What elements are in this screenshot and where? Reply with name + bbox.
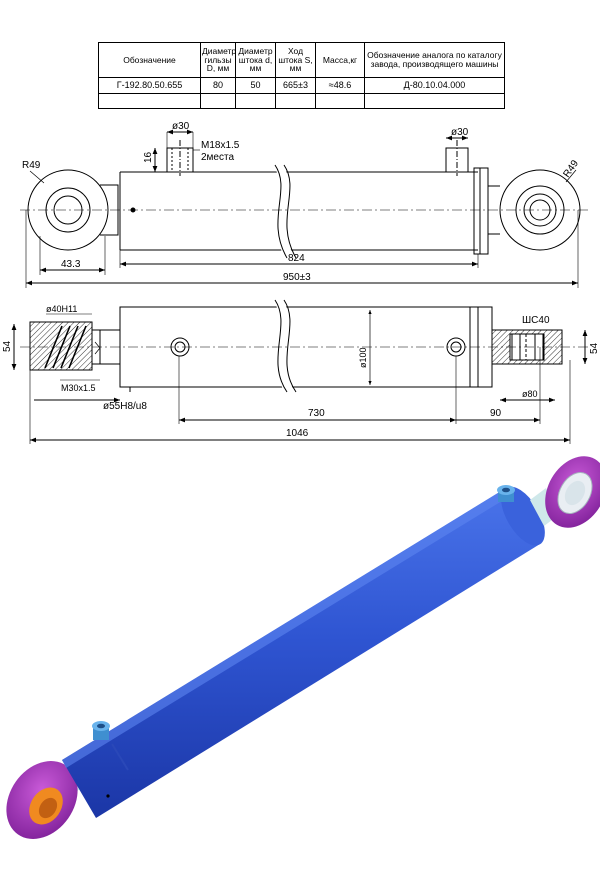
render-port-left bbox=[92, 721, 110, 740]
label-eye-diameter: ø80 bbox=[522, 389, 538, 399]
label-rod-fit: ø55H8/u8 bbox=[103, 401, 147, 412]
render-right-eye bbox=[545, 456, 600, 528]
label-bore-fit: ø40H11 bbox=[46, 304, 77, 314]
barrel bbox=[119, 162, 489, 261]
header-rod-diameter: Диаметр штока d, мм bbox=[235, 42, 276, 78]
label-overall-length: 950±3 bbox=[283, 272, 311, 283]
side-barrel bbox=[119, 297, 493, 395]
render-left-eye bbox=[6, 761, 78, 839]
cylinder-render bbox=[6, 456, 600, 839]
label-eye-offset: 43.3 bbox=[61, 259, 81, 270]
top-view-labels: ø30 M18x1.5 2места 16 ø30 R49 R49 43.3 8… bbox=[22, 121, 581, 283]
top-view bbox=[20, 129, 590, 288]
left-port bbox=[166, 140, 194, 176]
label-radius-right: R49 bbox=[561, 158, 581, 180]
label-total-length: 1046 bbox=[286, 428, 309, 439]
label-height-right: 54 bbox=[589, 342, 600, 354]
label-right-offset: 90 bbox=[490, 408, 502, 419]
label-port-diameter-left: ø30 bbox=[172, 121, 190, 132]
label-height-left: 54 bbox=[2, 340, 13, 352]
label-body-length: 824 bbox=[288, 253, 305, 264]
label-radius-left: R49 bbox=[22, 160, 41, 171]
table-header-row: Обозначение Диаметр гильзы D, мм Диаметр… bbox=[98, 42, 505, 78]
label-port-height: 16 bbox=[143, 151, 154, 163]
label-bearing: ШС40 bbox=[522, 315, 550, 326]
label-thread: M18x1.5 bbox=[201, 140, 240, 151]
label-barrel-diameter: ø100 bbox=[358, 347, 368, 368]
label-port-diameter-right: ø30 bbox=[451, 127, 469, 138]
label-port-spacing: 730 bbox=[308, 408, 325, 419]
right-port bbox=[445, 140, 469, 176]
rod-end bbox=[29, 321, 121, 371]
label-rod-thread: M30x1.5 bbox=[61, 383, 96, 393]
render-port-right bbox=[497, 485, 515, 502]
header-mass: Масса,кг bbox=[315, 42, 365, 78]
side-view-labels: ø40H11 54 54 M30x1.5 ø55H8/u8 ø100 ШС40 … bbox=[2, 304, 600, 439]
render-body bbox=[62, 488, 540, 818]
side-view bbox=[11, 297, 590, 444]
label-thread-count: 2места bbox=[201, 152, 234, 163]
header-stroke: Ход штока S, мм bbox=[275, 42, 316, 78]
spec-table: Обозначение Диаметр гильзы D, мм Диаметр… bbox=[98, 42, 505, 109]
table-blank-row bbox=[98, 93, 505, 109]
